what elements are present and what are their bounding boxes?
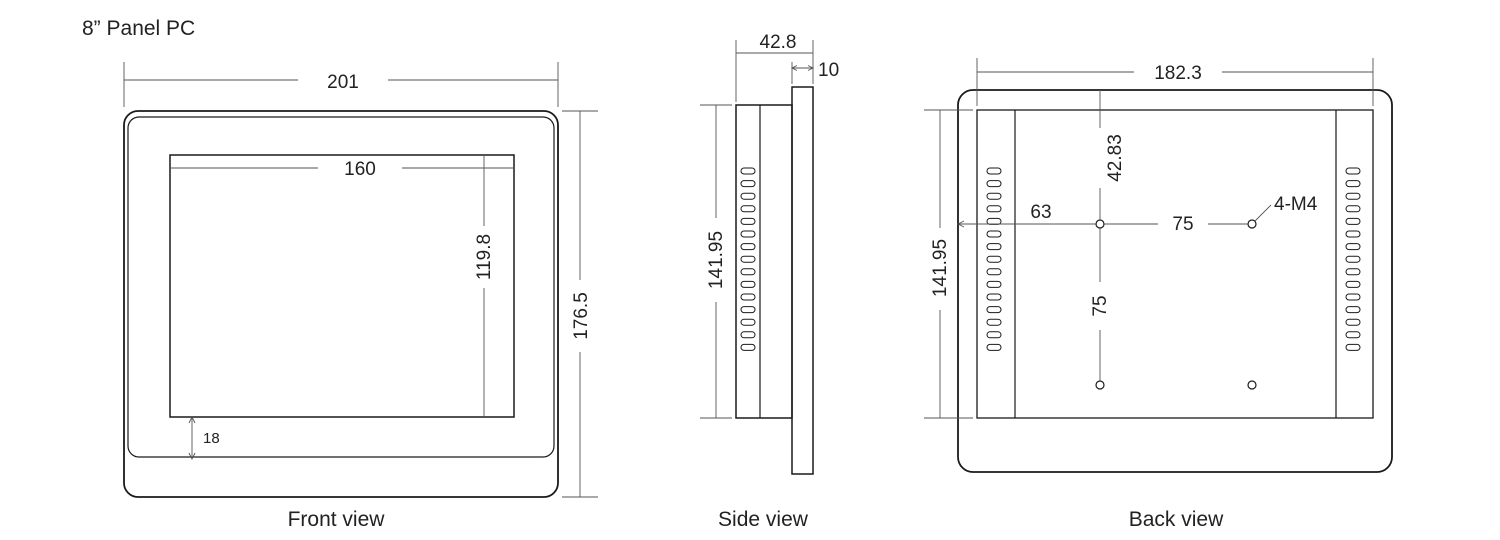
vent-slot [986,217,1002,225]
back-left-vent-slots [986,167,1002,351]
front-screen-width-dimension: 160 [170,159,514,180]
side-height-dimension: 141.95 [700,104,732,419]
back-view-caption: Back view [1129,508,1224,531]
vent-slot [986,293,1002,301]
vent-slot [986,331,1002,339]
back-width-dimension: 182.3 [976,58,1374,106]
front-width-dimension: 201 [123,62,559,107]
vent-slot [1345,280,1361,288]
vent-slot [740,230,756,238]
vent-slot [740,293,756,301]
vent-slot [740,331,756,339]
back-mount-label: 4-M4 [1274,194,1318,215]
vent-slot [986,280,1002,288]
vent-slot [1345,167,1361,175]
front-outer-frame [123,110,559,498]
vent-slot [740,180,756,188]
back-hole-top-label: 42.83 [1105,134,1126,182]
mount-hole-bottom-left [1095,380,1105,390]
vent-slot [740,255,756,263]
vent-slot [1345,230,1361,238]
vent-slot [1345,331,1361,339]
vent-slot [740,217,756,225]
vent-slot [740,280,756,288]
vent-slot [1345,268,1361,276]
front-height-label: 176.5 [571,292,592,340]
back-height-label: 141.95 [930,239,951,297]
back-hole-top-dimension: 42.83 [1099,90,1126,220]
front-glass-panel [127,116,555,458]
front-width-label: 201 [327,72,359,93]
back-vesa-horizontal-label: 75 [1172,214,1193,235]
vent-slot [1345,318,1361,326]
vent-slot [1345,205,1361,213]
front-view-caption: Front view [288,508,386,531]
vent-slot [1345,192,1361,200]
vent-slot [740,243,756,251]
front-screen-height-dimension: 119.8 [474,155,495,417]
vent-slot [1345,343,1361,351]
vent-slot [986,268,1002,276]
vent-slot [1345,255,1361,263]
back-hole-left-dimension: 63 [956,202,1096,228]
vent-slot [986,230,1002,238]
front-view: 201 160 119.8 176.5 18 Fr [123,62,598,531]
vent-slot [986,205,1002,213]
side-depth-label: 42.8 [760,32,797,53]
vent-slot [986,306,1002,314]
front-screen-width-label: 160 [344,159,376,180]
mount-hole-top-right [1247,219,1257,229]
vent-slot [740,318,756,326]
front-bottom-border-label: 18 [203,430,220,447]
back-vesa-horizontal-dimension: 75 [1104,214,1248,235]
side-height-label: 141.95 [706,231,727,289]
side-view: 42.8 10 141.95 Side view [700,32,839,531]
front-screen-area [169,154,515,418]
vent-slot [986,180,1002,188]
back-outer-frame [957,89,1393,473]
vent-slot [1345,293,1361,301]
side-bezel [791,86,814,475]
vent-slot [1345,180,1361,188]
front-screen-height-label: 119.8 [474,234,495,280]
side-vent-slots [740,167,756,351]
back-vesa-vertical-label: 75 [1090,295,1111,316]
vent-slot [986,255,1002,263]
vent-slot [986,243,1002,251]
mount-hole-bottom-right [1247,380,1257,390]
vent-slot [740,205,756,213]
vent-slot [740,167,756,175]
back-cover-plate [976,109,1374,419]
mount-hole-top-left [1095,219,1105,229]
back-mount-callout: 4-M4 [1254,194,1318,222]
vent-slot [740,343,756,351]
back-view: 182.3 42.83 63 75 75 4-M4 [924,58,1393,531]
vent-slot [740,306,756,314]
side-bezel-dimension: 10 [790,60,839,84]
vent-slot [986,192,1002,200]
vent-slot [986,167,1002,175]
drawing-title: 8” Panel PC [82,17,195,40]
vent-slot [1345,217,1361,225]
back-right-vent-slots [1345,167,1361,351]
side-depth-dimension: 42.8 [735,32,814,102]
vent-slot [986,318,1002,326]
vent-slot [740,192,756,200]
back-width-label: 182.3 [1154,63,1202,84]
vent-slot [1345,243,1361,251]
back-height-dimension: 141.95 [924,109,973,419]
vent-slot [740,268,756,276]
side-bezel-label: 10 [818,60,839,81]
front-bottom-border-dimension: 18 [188,415,220,461]
back-hole-left-label: 63 [1030,202,1051,223]
back-vesa-vertical-dimension: 75 [1090,228,1111,381]
vent-slot [1345,306,1361,314]
side-view-caption: Side view [718,508,809,531]
vent-slot [986,343,1002,351]
front-height-dimension: 176.5 [562,110,598,498]
